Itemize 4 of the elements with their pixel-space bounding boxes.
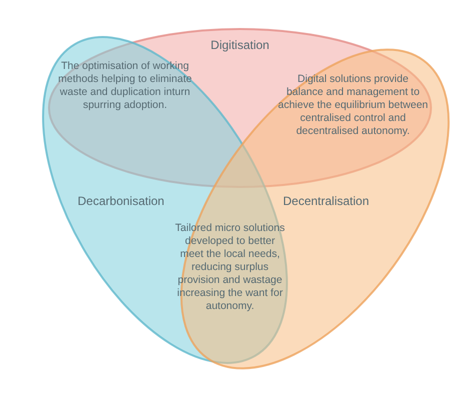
set-label: Digitisation (210, 38, 270, 52)
overlap-description: Digital solutions provide balance and management to achieve the equilibrium between centralised control and decentralised autonomy. (278, 73, 428, 138)
set-label: Decentralisation (282, 194, 370, 208)
set-label: Decarbonisation (78, 194, 164, 208)
